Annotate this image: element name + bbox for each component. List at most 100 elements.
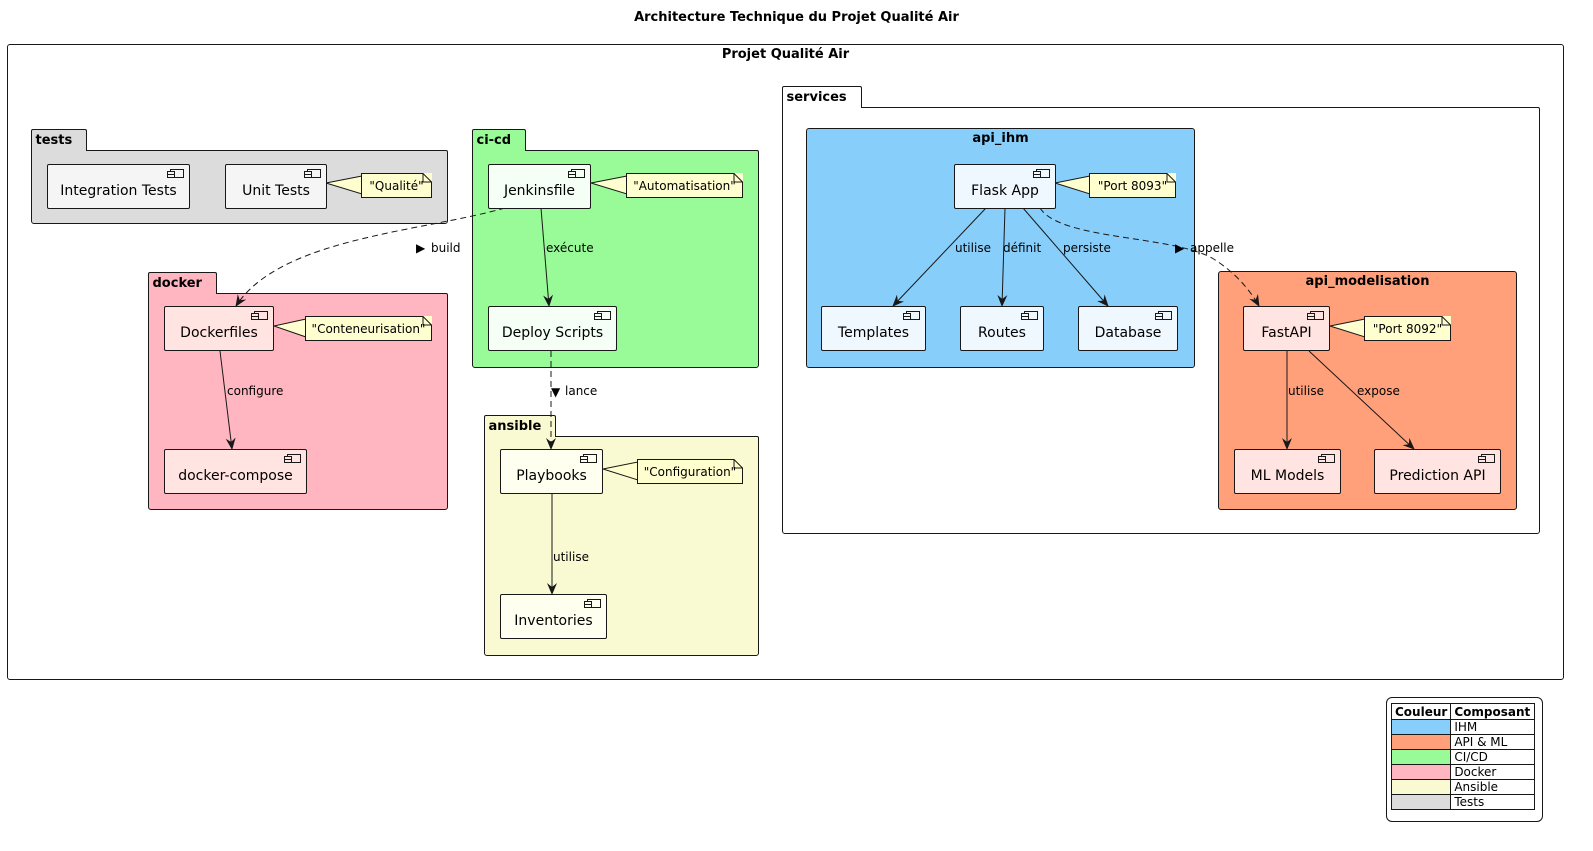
diagram-title: Architecture Technique du Projet Qualité… bbox=[634, 10, 959, 25]
component-label: Dockerfiles bbox=[180, 324, 258, 341]
link-dockerfiles-compose bbox=[219, 350, 236, 450]
component-unit-tests[interactable]: Unit Tests bbox=[225, 164, 327, 209]
legend-swatch bbox=[1390, 794, 1452, 810]
package-tests-tab: tests bbox=[30, 129, 88, 151]
legend-row: Tests bbox=[1390, 794, 1536, 810]
component-label: Playbooks bbox=[516, 467, 587, 484]
project-frame: Projet Qualité Air bbox=[7, 44, 1564, 680]
note-wedge-conteneurisation bbox=[272, 318, 307, 338]
link-fastapi-ml-label: utilise bbox=[1288, 384, 1324, 398]
component-prediction-api[interactable]: Prediction API bbox=[1374, 449, 1501, 494]
component-icon bbox=[1021, 311, 1038, 320]
legend-swatch bbox=[1390, 749, 1452, 765]
package-docker-tab: docker bbox=[147, 272, 217, 294]
link-dockerfiles-compose-label: configure bbox=[227, 384, 283, 398]
note-wedge-automatisation bbox=[590, 175, 628, 195]
component-icon bbox=[1033, 169, 1050, 178]
component-icon bbox=[584, 599, 601, 608]
legend-table: Couleur Composant IHM API & ML CI/CD bbox=[1390, 703, 1536, 810]
legend-row: IHM bbox=[1390, 719, 1536, 735]
component-icon bbox=[167, 169, 184, 178]
legend-row: API & ML bbox=[1390, 734, 1536, 750]
component-label: FastAPI bbox=[1261, 324, 1312, 341]
component-label: Integration Tests bbox=[60, 182, 177, 199]
note-automatisation: "Automatisation" bbox=[626, 173, 743, 198]
link-fastapi-prediction-label: expose bbox=[1357, 384, 1400, 398]
link-jenkins-dockerfiles-marker: ▶ bbox=[416, 241, 426, 255]
component-icon bbox=[594, 311, 611, 320]
legend-row: Docker bbox=[1390, 764, 1536, 780]
component-jenkinsfile[interactable]: Jenkinsfile bbox=[488, 164, 591, 209]
legend-row: CI/CD bbox=[1390, 749, 1536, 765]
note-wedge-port-8092 bbox=[1329, 318, 1366, 338]
component-flask-app[interactable]: Flask App bbox=[954, 164, 1056, 209]
link-flask-templates bbox=[892, 207, 987, 307]
legend-header-component: Composant bbox=[1450, 703, 1536, 720]
note-conteneurisation: "Conteneurisation" bbox=[305, 316, 432, 341]
package-ansible-tab: ansible bbox=[483, 415, 557, 437]
legend-label: Docker bbox=[1450, 764, 1536, 780]
box-api-modelisation-title: api_modelisation bbox=[1305, 274, 1430, 289]
legend: Couleur Composant IHM API & ML CI/CD bbox=[1386, 697, 1543, 822]
box-api-ihm-title: api_ihm bbox=[972, 131, 1029, 146]
component-integration-tests[interactable]: Integration Tests bbox=[47, 164, 190, 209]
note-text: "Qualité" bbox=[369, 178, 424, 193]
legend-swatch bbox=[1390, 779, 1452, 795]
component-database[interactable]: Database bbox=[1078, 306, 1178, 351]
component-templates[interactable]: Templates bbox=[821, 306, 926, 351]
link-fastapi-prediction bbox=[1308, 350, 1415, 450]
note-text: "Conteneurisation" bbox=[311, 321, 426, 336]
note-text: "Port 8092" bbox=[1372, 321, 1443, 336]
note-wedge-configuration bbox=[602, 461, 639, 481]
component-icon bbox=[903, 311, 920, 320]
component-icon bbox=[580, 454, 597, 463]
component-icon bbox=[1307, 311, 1324, 320]
component-label: Templates bbox=[837, 324, 910, 341]
link-flask-fastapi-label: appelle bbox=[1190, 241, 1234, 255]
component-label: Database bbox=[1094, 324, 1162, 341]
component-fastapi[interactable]: FastAPI bbox=[1243, 306, 1330, 351]
note-wedge-qualite bbox=[325, 175, 363, 195]
note-qualite: "Qualité" bbox=[361, 173, 432, 198]
legend-label: Ansible bbox=[1450, 779, 1536, 795]
note-shape bbox=[626, 173, 743, 198]
package-services-tab: services bbox=[781, 86, 862, 108]
link-deploy-playbooks-marker: ▼ bbox=[551, 385, 561, 399]
component-inventories[interactable]: Inventories bbox=[500, 594, 607, 639]
note-shape bbox=[305, 316, 432, 341]
component-icon bbox=[1155, 311, 1172, 320]
component-playbooks[interactable]: Playbooks bbox=[500, 449, 603, 494]
legend-label: API & ML bbox=[1450, 734, 1536, 750]
note-shape bbox=[637, 459, 743, 484]
component-icon bbox=[1318, 454, 1335, 463]
component-deploy-scripts[interactable]: Deploy Scripts bbox=[488, 306, 617, 351]
link-flask-routes-label: définit bbox=[1003, 241, 1041, 255]
component-icon bbox=[284, 454, 301, 463]
note-shape bbox=[1089, 173, 1176, 198]
component-docker-compose[interactable]: docker-compose bbox=[164, 449, 307, 494]
component-dockerfiles[interactable]: Dockerfiles bbox=[164, 306, 274, 351]
component-routes[interactable]: Routes bbox=[960, 306, 1044, 351]
link-jenkins-dockerfiles bbox=[235, 207, 506, 307]
component-label: Deploy Scripts bbox=[501, 324, 604, 341]
legend-header-color: Couleur bbox=[1390, 703, 1452, 720]
component-icon bbox=[1478, 454, 1495, 463]
component-label: Prediction API bbox=[1389, 467, 1486, 484]
component-ml-models[interactable]: ML Models bbox=[1234, 449, 1341, 494]
link-flask-fastapi bbox=[1039, 207, 1260, 307]
note-port-8093: "Port 8093" bbox=[1089, 173, 1176, 198]
note-configuration: "Configuration" bbox=[637, 459, 743, 484]
component-label: Flask App bbox=[971, 182, 1039, 199]
link-flask-routes bbox=[997, 207, 1008, 307]
legend-row: Ansible bbox=[1390, 779, 1536, 795]
note-port-8092: "Port 8092" bbox=[1364, 316, 1451, 341]
project-frame-title: Projet Qualité Air bbox=[721, 47, 850, 62]
link-deploy-playbooks-label: lance bbox=[565, 384, 597, 398]
legend-swatch bbox=[1390, 764, 1452, 780]
link-flask-database-label: persiste bbox=[1063, 241, 1111, 255]
package-cicd-tab: ci-cd bbox=[471, 129, 527, 151]
note-text: "Configuration" bbox=[643, 464, 737, 479]
legend-header-row: Couleur Composant bbox=[1390, 703, 1536, 720]
